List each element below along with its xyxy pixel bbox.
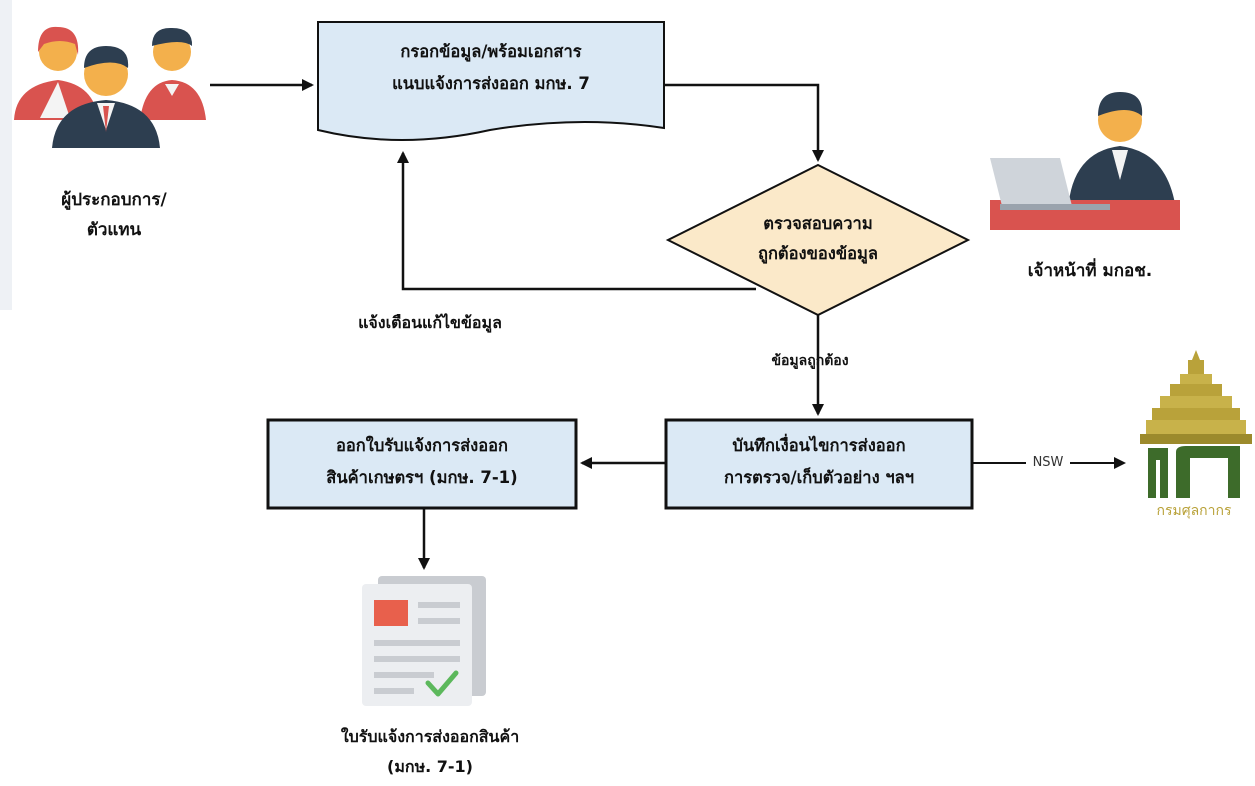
fill-form-text: กรอกข้อมูล/พร้อมเอกสาร แนบแจ้งการส่งออก … (318, 36, 664, 100)
customs-label: กรมศุลกากร (1156, 503, 1232, 519)
officer-label: เจ้าหน้าที่ มกอช. (1027, 261, 1153, 281)
record-line2: การตรวจ/เก็บตัวอย่าง ฯลฯ (723, 468, 915, 487)
fill-form-shape (317, 21, 665, 141)
issue-line2: สินค้าเกษตรฯ (มกษ. 7-1) (326, 468, 518, 487)
record-text: บันทึกเงื่อนไขการส่งออก การตรวจ/เก็บตัวอ… (666, 430, 972, 494)
nsw-label: NSW (1032, 455, 1064, 470)
data-correct-label: ข้อมูลถูกต้อง (771, 353, 849, 369)
fix-notice-label: แจ้งเตือนแก้ไขข้อมูล (358, 313, 502, 332)
record-line1: บันทึกเงื่อนไขการส่งออก (732, 436, 906, 455)
officer-at-laptop-icon (990, 92, 1180, 230)
verify-text: ตรวจสอบความ ถูกต้องของข้อมูล (718, 209, 918, 269)
issue-line1: ออกใบรับแจ้งการส่งออก (335, 436, 509, 455)
arrow-verify-back-to-form (397, 151, 756, 291)
operator-label: ผู้ประกอบการ/ ตัวแทน (14, 185, 214, 245)
operator-label-line1: ผู้ประกอบการ/ (61, 190, 167, 210)
issue-receipt-shape (266, 418, 578, 510)
approved-document-icon (362, 576, 486, 706)
output-line1: ใบรับแจ้งการส่งออกสินค้า (340, 727, 520, 746)
verify-line1: ตรวจสอบความ (763, 214, 873, 233)
verify-line2: ถูกต้องของข้อมูล (757, 244, 879, 263)
business-people-icon (14, 26, 206, 148)
fill-form-line2: แนบแจ้งการส่งออก มกษ. 7 (392, 74, 590, 93)
arrow-form-to-verify (664, 83, 824, 162)
left-edge-strip (0, 0, 12, 310)
fill-form-line1: กรอกข้อมูล/พร้อมเอกสาร (400, 42, 582, 61)
operator-label-line2: ตัวแทน (86, 220, 142, 240)
customs-department-logo (1140, 350, 1252, 498)
output-line2: (มกษ. 7-1) (387, 757, 473, 776)
issue-text: ออกใบรับแจ้งการส่งออก สินค้าเกษตรฯ (มกษ.… (268, 430, 576, 494)
output-label: ใบรับแจ้งการส่งออกสินค้า (มกษ. 7-1) (270, 722, 590, 782)
